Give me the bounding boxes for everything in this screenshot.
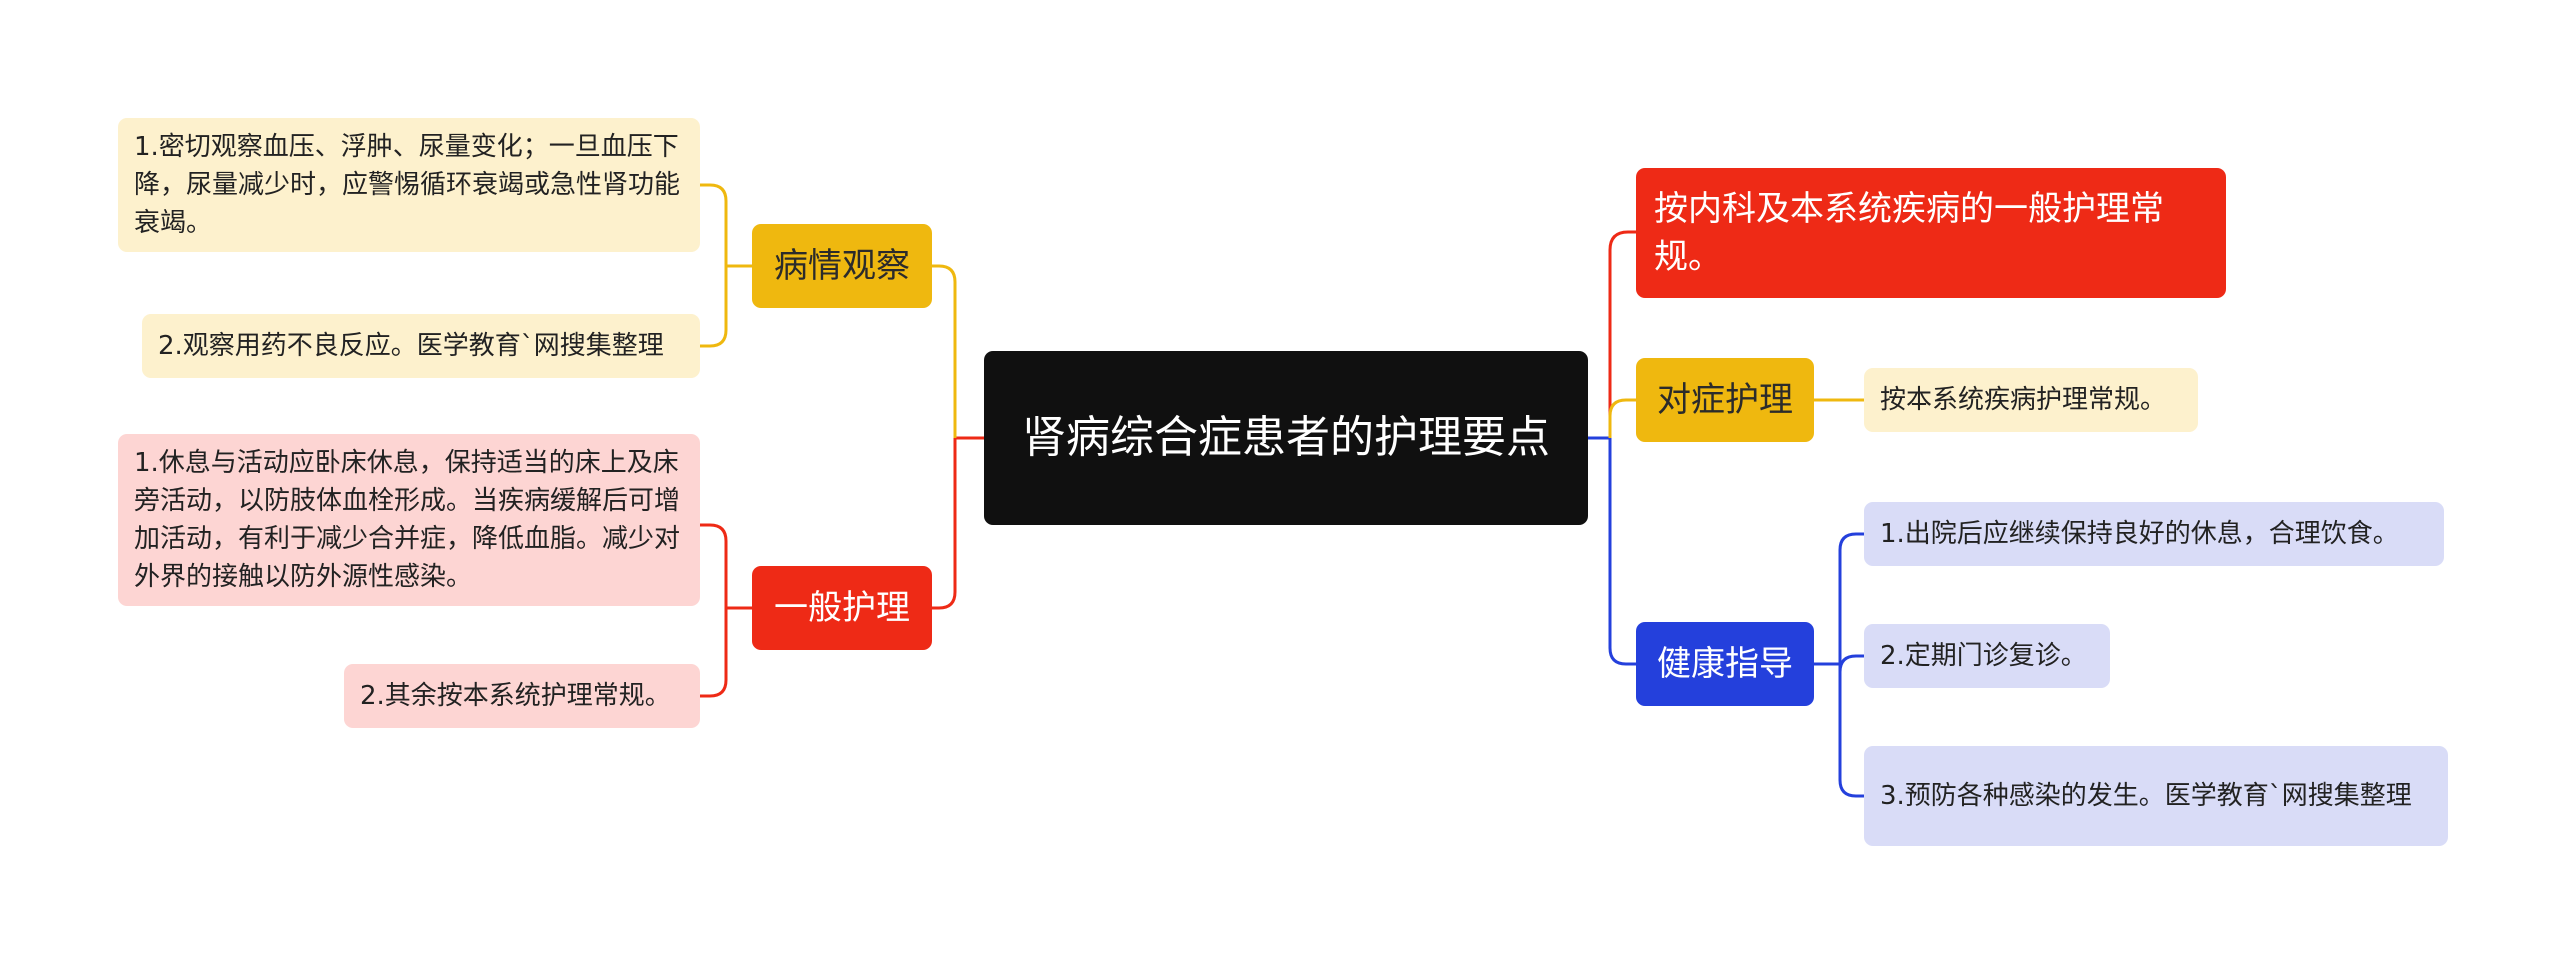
leaf-text: 2.其余按本系统护理常规。 bbox=[360, 681, 671, 711]
connector-jiankang-leaf1 bbox=[1814, 532, 1864, 666]
connector-root-jiankang bbox=[1608, 438, 1636, 666]
leaf-text: 1.出院后应继续保持良好的休息，合理饮食。 bbox=[1880, 519, 2399, 549]
connector-yiban-leaf1 bbox=[700, 523, 752, 610]
connector-jiankang-leaf2 bbox=[1838, 654, 1864, 673]
leaf-bingqing-1[interactable]: 1.密切观察血压、浮肿、尿量变化；一旦血压下降，尿量减少时，应警惕循环衰竭或急性… bbox=[118, 118, 700, 252]
branch-label: 健康指导 bbox=[1657, 644, 1793, 684]
leaf-jiankang-1[interactable]: 1.出院后应继续保持良好的休息，合理饮食。 bbox=[1864, 502, 2444, 566]
connector-root-bingqing bbox=[932, 264, 957, 438]
connector-root-neike bbox=[1608, 230, 1636, 438]
leaf-bingqing-2[interactable]: 2.观察用药不良反应。医学教育`网搜集整理 bbox=[142, 314, 700, 378]
connector-jiankang-leaf3 bbox=[1838, 664, 1864, 798]
leaf-text: 1.休息与活动应卧床休息，保持适当的床上及床旁活动，以防肢体血栓形成。当疾病缓解… bbox=[134, 448, 681, 592]
branch-label: 按内科及本系统疾病的一般护理常规。 bbox=[1654, 189, 2164, 277]
leaf-text: 2.定期门诊复诊。 bbox=[1880, 641, 2087, 671]
connector-bingqing-leaf1 bbox=[700, 183, 752, 268]
leaf-text: 2.观察用药不良反应。医学教育`网搜集整理 bbox=[158, 331, 664, 361]
branch-bingqing-guancha[interactable]: 病情观察 bbox=[752, 224, 932, 308]
leaf-jiankang-2[interactable]: 2.定期门诊复诊。 bbox=[1864, 624, 2110, 688]
leaf-jiankang-3[interactable]: 3.预防各种感染的发生。医学教育`网搜集整理 bbox=[1864, 746, 2448, 846]
branch-label: 对症护理 bbox=[1657, 380, 1793, 420]
leaf-text: 1.密切观察血压、浮肿、尿量变化；一旦血压下降，尿量减少时，应警惕循环衰竭或急性… bbox=[134, 132, 681, 238]
branch-neike-changgui[interactable]: 按内科及本系统疾病的一般护理常规。 bbox=[1636, 168, 2226, 298]
branch-label: 病情观察 bbox=[774, 246, 910, 286]
leaf-text: 3.预防各种感染的发生。医学教育`网搜集整理 bbox=[1880, 781, 2412, 811]
branch-label: 一般护理 bbox=[774, 588, 910, 628]
connector-root-duizheng bbox=[1608, 398, 1636, 438]
connector-yiban-leaf2 bbox=[700, 608, 728, 698]
branch-yiban-huli[interactable]: 一般护理 bbox=[752, 566, 932, 650]
branch-duizheng-huli[interactable]: 对症护理 bbox=[1636, 358, 1814, 442]
root-title: 肾病综合症患者的护理要点 bbox=[1022, 412, 1550, 463]
connector-bingqing-leaf2 bbox=[700, 266, 728, 348]
leaf-text: 按本系统疾病护理常规。 bbox=[1880, 385, 2167, 415]
leaf-yiban-1[interactable]: 1.休息与活动应卧床休息，保持适当的床上及床旁活动，以防肢体血栓形成。当疾病缓解… bbox=[118, 434, 700, 606]
branch-jiankang-zhidao[interactable]: 健康指导 bbox=[1636, 622, 1814, 706]
leaf-yiban-2[interactable]: 2.其余按本系统护理常规。 bbox=[344, 664, 700, 728]
leaf-duizheng-1[interactable]: 按本系统疾病护理常规。 bbox=[1864, 368, 2198, 432]
connector-root-yiban bbox=[932, 438, 957, 610]
root-topic[interactable]: 肾病综合症患者的护理要点 bbox=[984, 351, 1588, 525]
